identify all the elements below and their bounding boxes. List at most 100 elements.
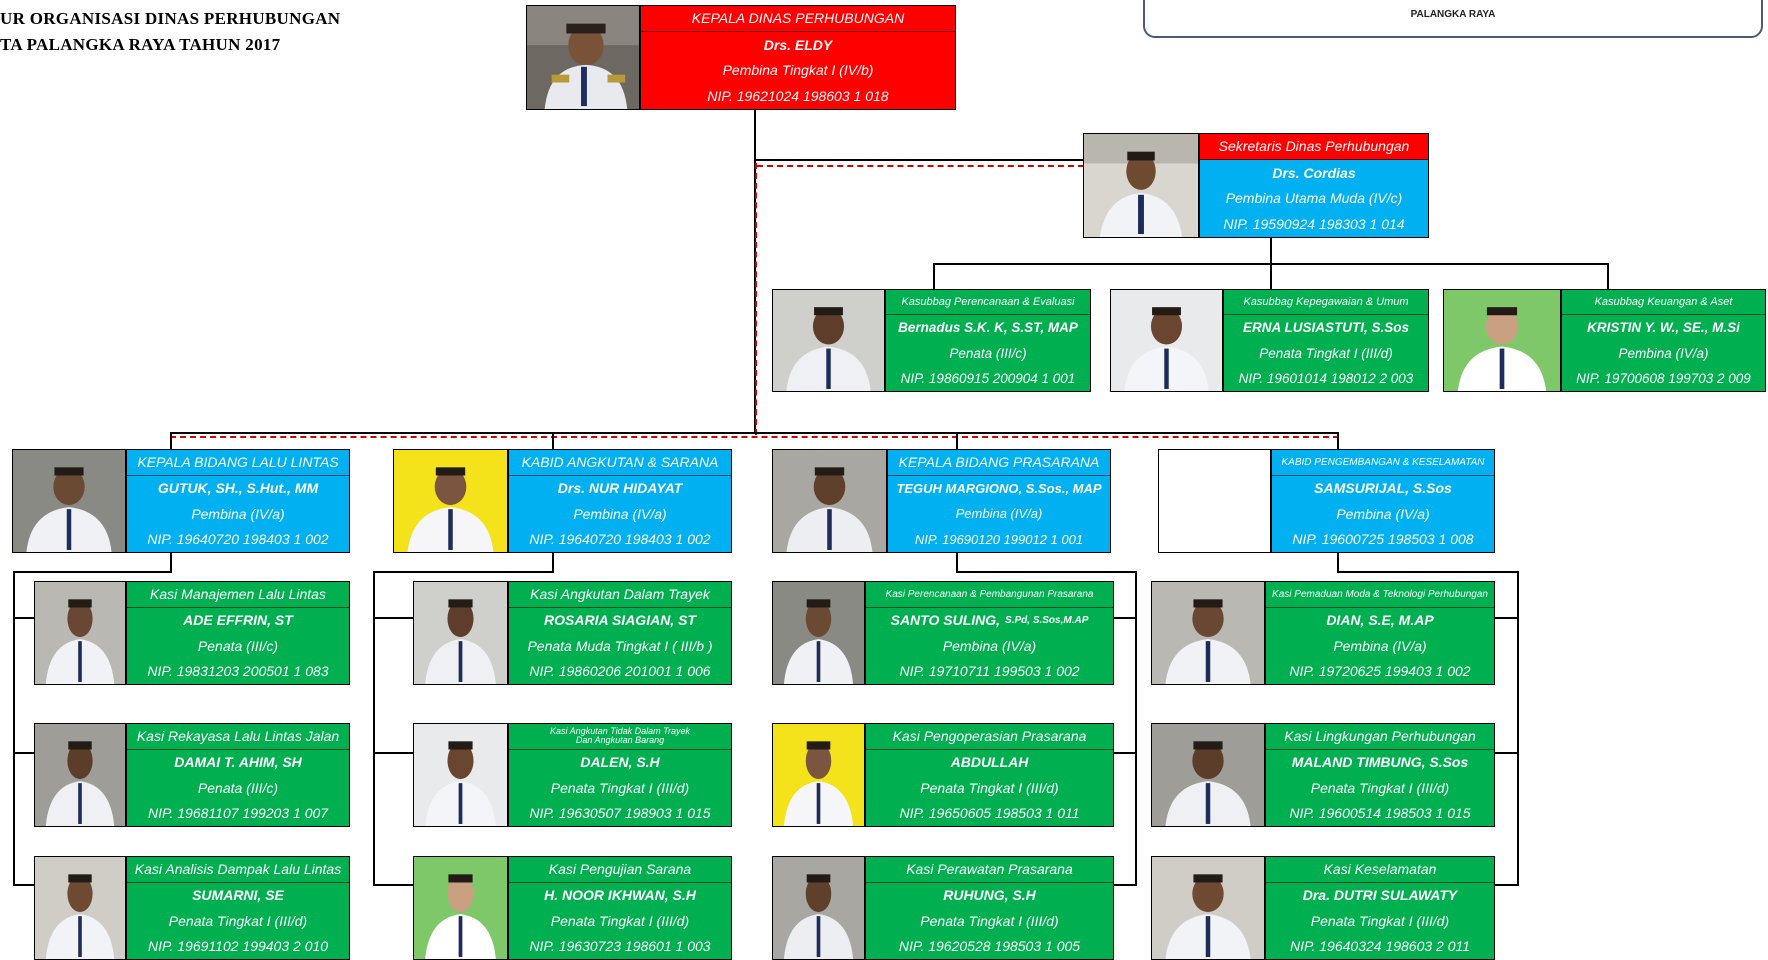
person-photo-icon	[773, 582, 864, 684]
chart-title-line-1: UR ORGANISASI DINAS PERHUBUNGAN	[0, 9, 341, 28]
person-photo-icon	[414, 724, 507, 826]
sekretaris-card: Sekretaris Dinas Perhubungan Drs. Cordia…	[1199, 133, 1429, 238]
person-photo-icon	[1152, 582, 1264, 684]
person-name: H. NOOR IKHWAN, S.H	[544, 887, 696, 904]
person-name: SANTO SULING,S.Pd, S.Sos,M.AP	[866, 608, 1113, 634]
header-info-text: PALANGKA RAYA	[1410, 9, 1496, 20]
photo-seksi-4-1	[1151, 581, 1265, 685]
connector	[170, 432, 1339, 434]
connector	[13, 617, 37, 619]
person-name: RUHUNG, S.H	[943, 887, 1036, 904]
person-name-main: SANTO SULING,	[890, 612, 1001, 629]
position-title: KABID PENGEMBANGAN & KESELAMATAN	[1272, 450, 1494, 476]
person-rank: Pembina (IV/a)	[942, 637, 1037, 654]
photo-seksi-3-1	[772, 581, 865, 685]
person-nip: NIP. 19681107 199203 1 007	[147, 805, 329, 822]
person-photo-icon	[394, 450, 507, 552]
connector	[1495, 752, 1519, 754]
photo-seksi-1-1	[34, 581, 126, 685]
person-name: DAMAI T. AHIM, SH	[174, 754, 302, 771]
person-name: Dra. DUTRI SULAWATY	[1302, 887, 1458, 904]
person-name: DIAN, S.E, M.AP	[1326, 612, 1434, 629]
connector	[373, 617, 413, 619]
connector	[1337, 571, 1519, 573]
person-rank: Pembina (IV/a)	[1333, 637, 1427, 654]
person-nip: NIP. 19860206 201001 1 006	[529, 663, 711, 680]
position-title: Kasi Perawatan Prasarana	[866, 857, 1113, 883]
position-title: KABID ANGKUTAN & SARANA	[509, 450, 731, 476]
person-name: Bernadus S.K. K, S.ST, MAP	[898, 320, 1078, 336]
person-rank: Penata Tingkat I (III/d)	[1310, 912, 1450, 929]
person-nip: NIP. 19700608 199703 2 009	[1576, 370, 1751, 386]
person-photo-icon	[773, 290, 884, 391]
person-name: Drs. Cordias	[1272, 164, 1356, 181]
connector	[373, 571, 554, 573]
position-title: Sekretaris Dinas Perhubungan	[1200, 134, 1428, 160]
person-name: ROSARIA SIAGIAN, ST	[544, 612, 696, 629]
connector	[1270, 263, 1272, 289]
person-rank: Penata Tingkat I (III/d)	[920, 912, 1059, 929]
photo-seksi-3-3	[772, 856, 865, 960]
position-title: Kasubbag Keuangan & Aset	[1562, 290, 1765, 316]
connector	[552, 432, 554, 450]
position-title: Kasi Manajemen Lalu Lintas	[127, 582, 349, 608]
person-name: TEGUH MARGIONO, S.Sos., MAP	[896, 480, 1102, 496]
person-nip: NIP. 19620528 198503 1 005	[898, 938, 1081, 955]
connector	[754, 159, 1084, 161]
person-nip: NIP. 19600725 198503 1 008	[1292, 531, 1474, 548]
person-nip: NIP. 19691102 199403 2 010	[147, 938, 329, 955]
connector	[13, 884, 37, 886]
connector	[13, 571, 172, 573]
person-rank: Penata Tingkat I (III/d)	[920, 779, 1059, 796]
photo-seksi-2-1	[413, 581, 508, 685]
person-name: GUTUK, SH., S.Hut., MM	[157, 480, 319, 497]
person-photo-icon	[35, 582, 125, 684]
position-title: Kasi Pengoperasian Prasarana	[866, 724, 1113, 750]
person-nip: NIP. 19630723 198601 1 003	[529, 938, 711, 955]
seksi-card-4-1: Kasi Pemaduan Moda & Teknologi Perhubung…	[1265, 581, 1495, 685]
person-nip: NIP. 19640324 198603 2 011	[1289, 938, 1471, 955]
photo-seksi-3-2	[772, 723, 865, 827]
photo-kasubbag-1	[772, 289, 885, 392]
person-photo-icon	[35, 724, 125, 826]
person-rank: Pembina (IV/a)	[1618, 345, 1709, 361]
connector	[956, 571, 1137, 573]
position-title: Kasi Perencanaan & Pembangunan Prasarana	[866, 582, 1113, 608]
person-photo-icon	[1444, 290, 1560, 391]
person-name: SUMARNI, SE	[192, 887, 284, 904]
person-name: SAMSURIJAL, S.Sos	[1314, 480, 1452, 497]
bidang-card-4: KABID PENGEMBANGAN & KESELAMATAN SAMSURIJ…	[1271, 449, 1495, 553]
person-rank: Pembina (IV/a)	[573, 505, 667, 522]
connector	[13, 752, 37, 754]
position-title: Kasubbag Perencanaan & Evaluasi	[886, 290, 1090, 316]
person-name: KRISTIN Y. W., SE., M.Si	[1587, 320, 1740, 336]
photo-bidang-2	[393, 449, 508, 553]
position-title-line: Kasi Angkutan Tidak Dalam Trayek	[550, 725, 690, 736]
person-nip: NIP. 19710711 199503 1 002	[899, 663, 1080, 680]
seksi-card-3-1: Kasi Perencanaan & Pembangunan Prasarana…	[865, 581, 1114, 685]
person-name: Drs. ELDY	[763, 36, 833, 53]
connector	[552, 553, 554, 572]
person-photo-icon	[35, 857, 125, 959]
photo-bidang-4	[1158, 449, 1271, 553]
person-name: ADE EFFRIN, ST	[183, 612, 293, 629]
connector	[1337, 553, 1339, 572]
person-photo-icon	[773, 857, 864, 959]
person-photo-icon	[414, 857, 507, 959]
connector	[373, 884, 413, 886]
connector-dashed	[755, 163, 757, 435]
person-nip: NIP. 19831203 200501 1 083	[147, 663, 329, 680]
person-nip: NIP. 19630507 198903 1 015	[529, 805, 711, 822]
person-nip: NIP. 19640720 198403 1 002	[529, 531, 711, 548]
person-rank: Pembina (IV/a)	[955, 506, 1043, 522]
person-nip: NIP. 19860915 200904 1 001	[900, 370, 1076, 386]
